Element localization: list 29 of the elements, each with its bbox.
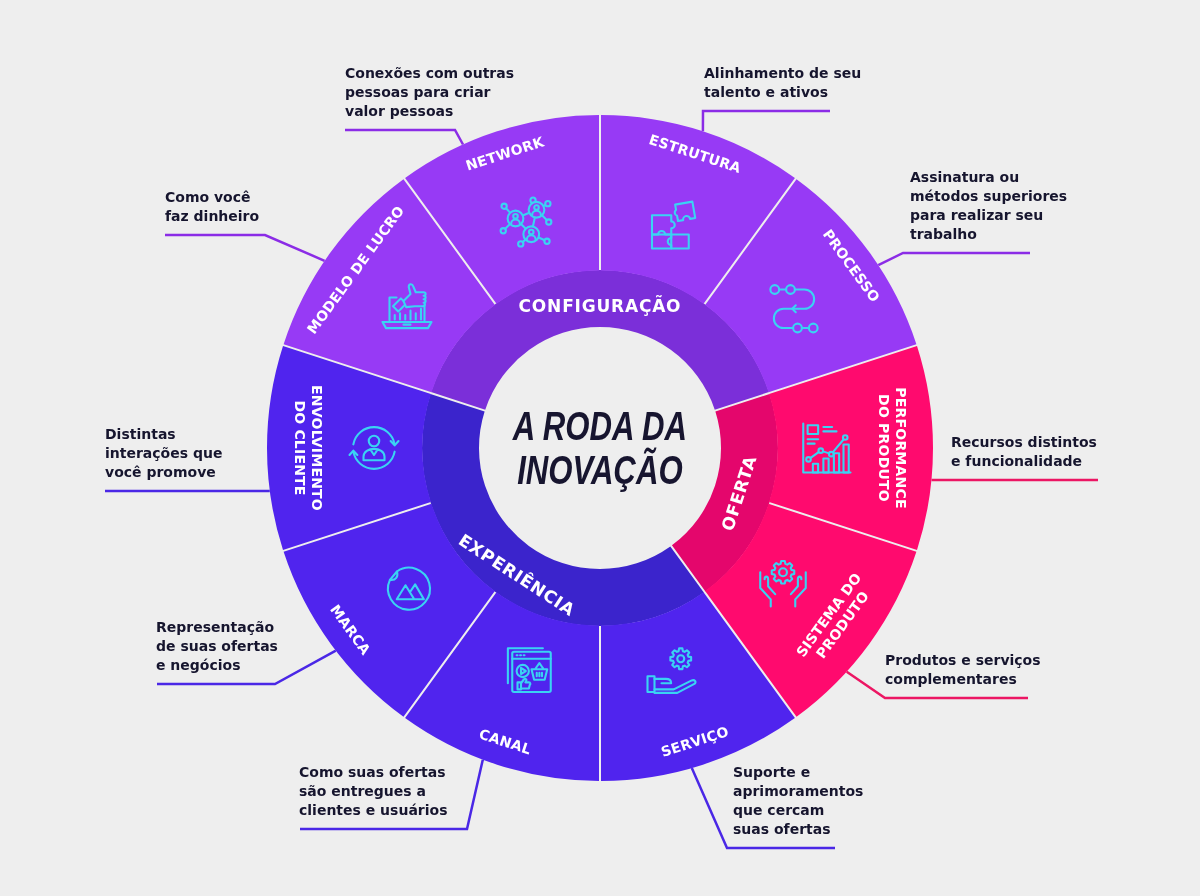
- leader-line: [157, 649, 337, 686]
- leader-line: [165, 233, 326, 262]
- category-ring-segment: [422, 392, 705, 626]
- center-title: A RODA DA INOVAÇÃO: [512, 403, 688, 493]
- description-text: Alinhamento de seu talento e ativos: [704, 65, 862, 100]
- description-text: Distintas interações que você promove: [105, 426, 223, 480]
- description-text: Representação de suas ofertas e negócios: [156, 619, 278, 673]
- segment-label: ENVOLVIMENTO DO CLIENTE: [292, 385, 325, 511]
- leader-line: [877, 251, 1030, 267]
- description-text: Como suas ofertas são entregues a clientes e usuários: [299, 764, 448, 818]
- description-text: Como você faz dinheiro: [165, 189, 260, 224]
- description-text: Conexões com outras pessoas para criar valor pessoas: [345, 65, 515, 119]
- leader-line: [105, 489, 270, 493]
- description-text: Recursos distintos e funcionalidade: [951, 434, 1097, 469]
- description-text: Assinatura ou métodos superiores para realizar seu trabalho: [910, 169, 1068, 242]
- wheel-segment: [600, 591, 796, 781]
- leader-line: [931, 478, 1098, 482]
- leader-line: [345, 128, 465, 146]
- description-text: Produtos e serviços complementares: [885, 652, 1041, 687]
- wheel-segment: [768, 345, 933, 551]
- leader-line: [846, 670, 1028, 700]
- wheel-segment: [267, 345, 432, 551]
- category-label: CONFIGURAÇÃO: [518, 296, 682, 316]
- leader-line: [690, 767, 835, 850]
- leader-line: [300, 759, 484, 831]
- category-ring-segment: [430, 270, 770, 411]
- description-text: Suporte e aprimoramentos que cercam suas ofertas: [733, 764, 864, 837]
- segment-label: PERFORMANCE DO PRODUTO: [876, 387, 909, 509]
- leader-line: [701, 109, 830, 132]
